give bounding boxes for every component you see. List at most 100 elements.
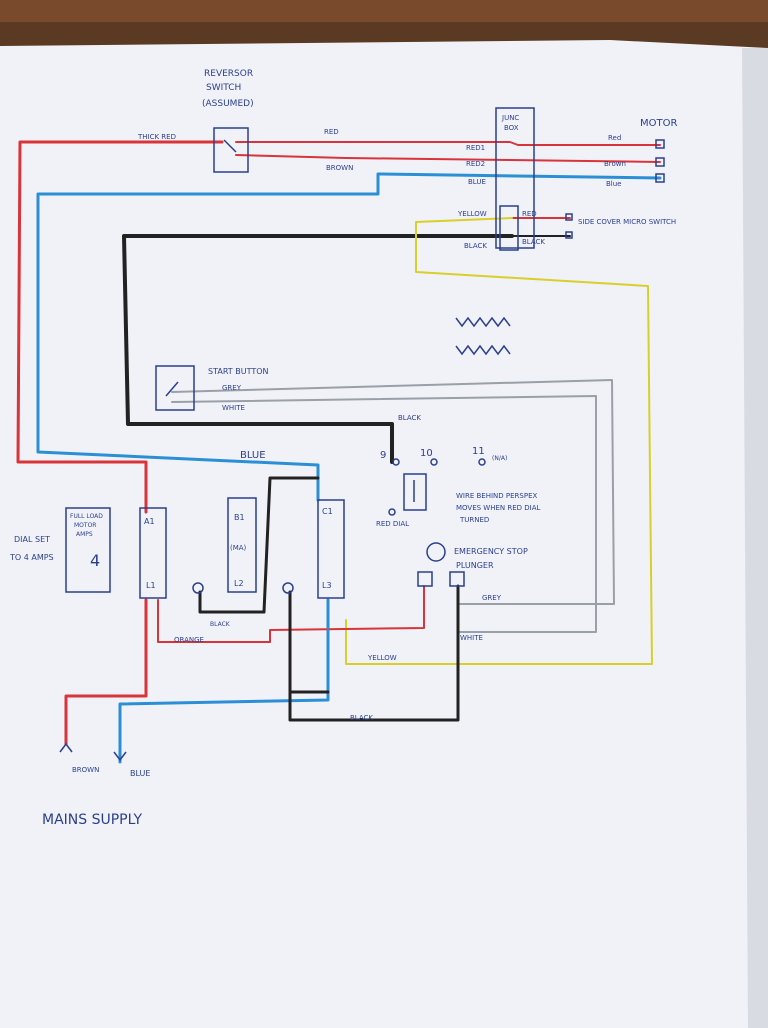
red1-label: RED1 [466,144,485,152]
terminal-11-label: 11 [472,446,485,457]
micro-switch-label: SIDE COVER MICRO SWITCH [578,218,676,226]
terminal-l2-left [192,582,204,594]
red-dial-box [403,473,427,511]
red-motor-wire [235,141,661,146]
a1-label: A1 [144,517,155,526]
l1-label: L1 [146,581,156,590]
black-jb-label: BLACK [464,242,487,250]
estop-label-2: PLUNGER [456,561,494,570]
micro-terminal-2 [565,231,573,239]
contactor-b1 [227,497,257,593]
black-low-label: BLACK [210,621,231,628]
terminal-10 [430,458,438,466]
white-low-label: WHITE [460,634,483,642]
motor-terminal-3 [655,173,665,183]
terminal-11-note: (N/A) [492,455,507,462]
mains-supply-label: MAINS SUPPLY [42,812,143,828]
reversor-label-1: REVERSOR [204,69,253,79]
blue-mid-label: BLUE [240,450,266,461]
full-load-label-1: FULL LOAD [70,513,103,520]
yellow-low-label: YELLOW [367,654,397,662]
estop-terminal-right [449,571,465,587]
red-dial-point [388,508,396,516]
emergency-stop-plunger [426,542,446,562]
red-label: RED [324,128,339,136]
thick-red-label: THICK RED [137,133,176,141]
blue-jb-label: BLUE [468,178,486,186]
paper-sheet [0,40,768,1028]
dial-set-label-2: TO 4 AMPS [9,553,54,562]
thick-red-wire [16,140,224,514]
grey-low-label: GREY [482,594,502,602]
blue-supply-label: BLUE [130,769,150,778]
grey-label: GREY [222,384,242,392]
dial-set-label-1: DIAL SET [14,535,50,544]
wires [16,140,662,764]
reversor-contact [223,139,237,153]
b1-label: B1 [234,513,245,522]
wire-note-1: WIRE BEHIND PERSPEX [456,492,537,500]
red-dial-label: RED DIAL [376,520,409,528]
blue-motor-wire [36,172,662,502]
terminal-9-label: 9 [380,450,386,461]
micro-terminal-1 [565,213,573,221]
table-edge [0,0,768,22]
reversor-switch-box [213,127,249,173]
motor-brown-label: Brown [604,160,626,168]
scribble-1 [455,316,511,328]
yellow-wire [345,217,653,665]
start-button-box [155,365,195,411]
white-label: WHITE [222,404,245,412]
junc-label-1: JUNC [501,114,519,122]
labels: REVERSOR SWITCH (ASSUMED) THICK RED RED … [9,69,677,828]
full-load-label-3: AMPS [76,531,93,538]
micro-switch-block [499,205,519,251]
blue-arrow [113,751,127,762]
l2-label: L2 [234,579,244,588]
motor-red-label: Red [608,134,621,142]
grey-wire [171,379,615,605]
brown-supply-label: BROWN [72,766,99,774]
estop-terminal-left [417,571,433,587]
junc-label-2: BOX [504,124,519,132]
brown-motor-wire [235,154,661,163]
red-micro-label: RED [522,210,537,218]
contactor-a1 [139,507,167,599]
red2-label: RED2 [466,160,485,168]
dial-value: 4 [90,551,100,570]
motor-label: MOTOR [640,118,677,129]
start-button-label: START BUTTON [208,367,268,376]
terminal-l3-left [282,582,294,594]
full-load-label-2: MOTOR [74,522,96,529]
black-main-wire [122,234,514,464]
motor-terminal-1 [655,139,665,149]
orange-label: ORANGE [174,636,204,644]
wire-note-3: TURNED [459,516,489,524]
brown-mains-wire [64,598,148,746]
brown-label: BROWN [326,164,353,172]
overload-relay [65,507,111,593]
scribble-2 [455,344,511,356]
black-bottom-label: BLACK [350,714,373,722]
reversor-label-2: SWITCH [206,83,241,93]
ma-label: (MA) [230,544,247,552]
black-lower-wire [288,584,460,722]
estop-label-1: EMERGENCY STOP [454,547,528,556]
motor-terminal-2 [655,157,665,167]
brown-arrow [59,742,73,753]
contactor-c1 [317,499,345,599]
black-micro-label: BLACK [522,238,545,246]
motor-blue-label: Blue [606,180,622,188]
yellow-jb-label: YELLOW [457,210,487,218]
start-contact [165,381,179,397]
orange-wire [157,585,425,643]
terminal-11 [478,458,486,466]
terminal-10-label: 10 [420,448,433,459]
components [59,107,665,762]
black-mid-label: BLACK [398,414,421,422]
c1-label: C1 [322,507,333,516]
white-wire [171,395,597,633]
reversor-label-3: (ASSUMED) [202,99,254,109]
